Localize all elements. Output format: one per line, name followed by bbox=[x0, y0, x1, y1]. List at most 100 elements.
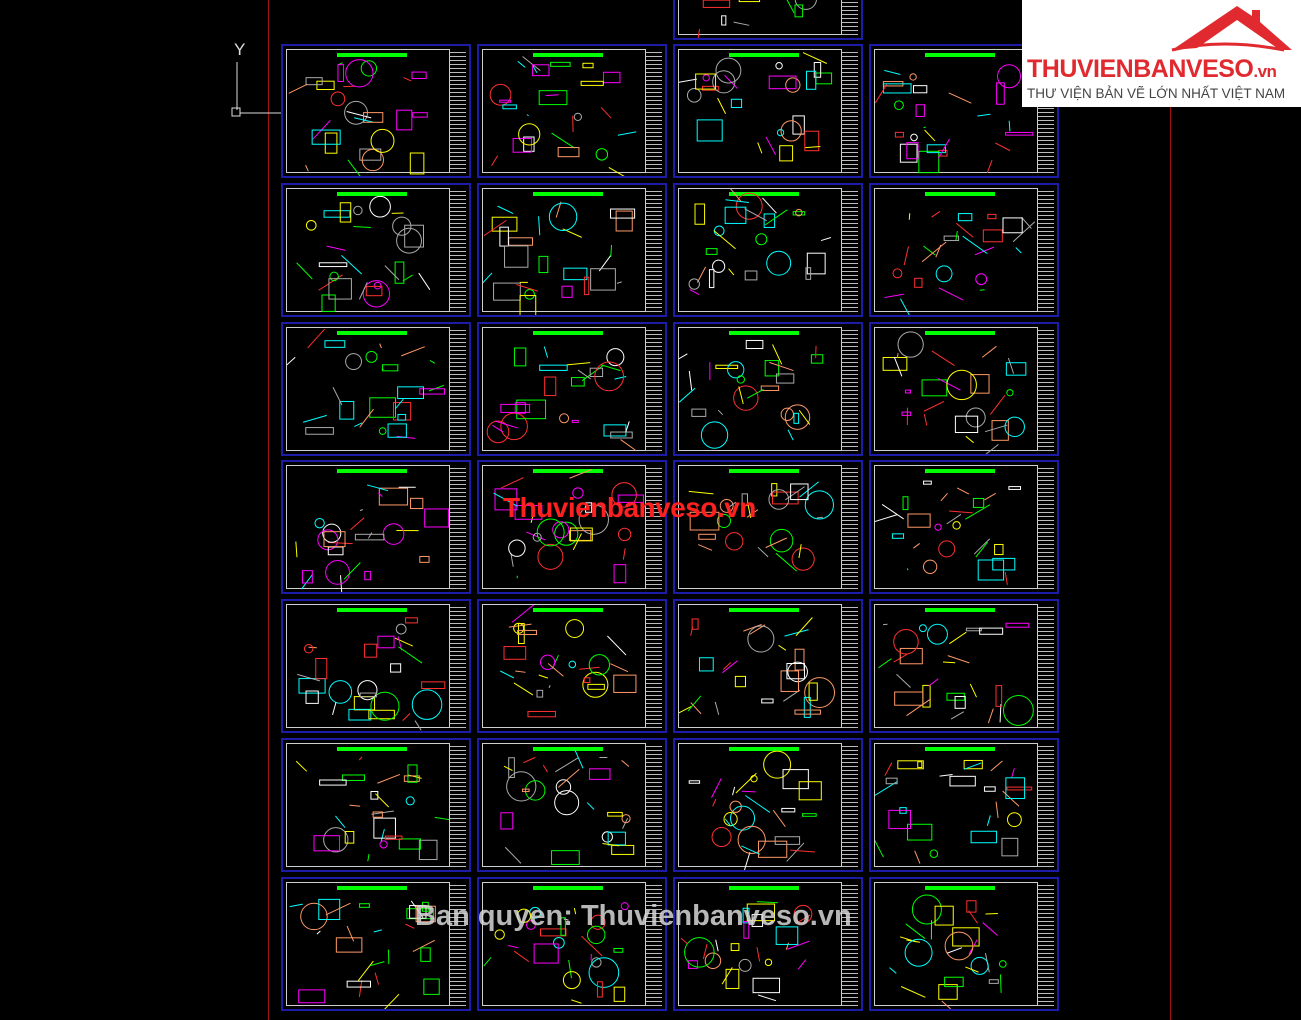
drawing-sheet[interactable] bbox=[869, 183, 1059, 317]
drawing-sheet[interactable] bbox=[281, 44, 471, 178]
cad-entity bbox=[335, 937, 363, 953]
drawing-sheet[interactable] bbox=[477, 738, 667, 872]
cad-entity bbox=[694, 203, 706, 225]
cad-entity bbox=[577, 369, 591, 380]
cad-entity bbox=[787, 661, 808, 683]
cad-entity bbox=[765, 136, 777, 156]
cad-entity bbox=[328, 680, 353, 704]
cad-entity bbox=[617, 494, 644, 503]
cad-entity bbox=[696, 266, 707, 283]
cad-entity bbox=[398, 838, 422, 850]
cad-entity bbox=[956, 487, 970, 495]
cad-entity bbox=[763, 213, 776, 228]
cad-entity bbox=[552, 521, 570, 539]
cad-entity bbox=[397, 386, 424, 400]
cad-entity bbox=[589, 367, 604, 378]
drawing-sheet[interactable] bbox=[869, 599, 1059, 733]
cad-entity bbox=[398, 646, 423, 664]
sheet-drawing bbox=[493, 468, 644, 584]
cad-entity bbox=[1008, 120, 1011, 132]
drawing-sheet[interactable] bbox=[281, 460, 471, 594]
cad-entity bbox=[595, 148, 609, 161]
drawing-sheet[interactable] bbox=[477, 322, 667, 456]
cad-entity bbox=[516, 284, 539, 292]
cad-entity bbox=[775, 926, 799, 945]
drawing-sheet[interactable] bbox=[869, 460, 1059, 594]
drawing-sheet[interactable] bbox=[477, 460, 667, 594]
cad-entity bbox=[994, 543, 1004, 556]
drawing-sheet[interactable] bbox=[673, 322, 863, 456]
cad-entity bbox=[688, 278, 700, 290]
cad-entity bbox=[679, 353, 688, 360]
cad-entity bbox=[539, 364, 568, 371]
sheet-drawing bbox=[884, 192, 1036, 315]
cad-entity bbox=[891, 533, 905, 539]
cad-entity bbox=[804, 677, 835, 708]
cad-entity bbox=[411, 689, 443, 720]
cad-entity bbox=[708, 269, 715, 289]
cad-entity bbox=[927, 623, 948, 645]
cad-entity bbox=[581, 935, 603, 957]
drawing-sheet[interactable] bbox=[477, 599, 667, 733]
cad-entity bbox=[760, 385, 780, 392]
sheet-drawing bbox=[295, 469, 449, 592]
cad-entity bbox=[563, 267, 588, 281]
drawing-sheet[interactable] bbox=[869, 877, 1059, 1011]
cad-entity bbox=[738, 0, 761, 3]
cad-entity bbox=[798, 544, 802, 559]
cad-entity bbox=[1005, 362, 1027, 376]
drawing-sheet[interactable] bbox=[673, 599, 863, 733]
cad-entity bbox=[396, 109, 413, 131]
cad-entity bbox=[995, 801, 999, 818]
cad-entity bbox=[503, 646, 527, 660]
drawing-sheet[interactable] bbox=[281, 183, 471, 317]
cad-entity bbox=[1006, 812, 1022, 828]
cad-entity bbox=[335, 815, 346, 828]
cad-entity bbox=[768, 75, 797, 90]
cad-entity bbox=[944, 976, 964, 988]
drawing-sheet[interactable] bbox=[281, 599, 471, 733]
cad-entity bbox=[996, 82, 1005, 105]
cad-entity bbox=[913, 543, 920, 549]
drawing-sheet[interactable] bbox=[281, 877, 471, 1011]
cad-entity bbox=[508, 945, 519, 949]
cad-entity bbox=[944, 931, 974, 961]
drawing-sheet[interactable] bbox=[477, 44, 667, 178]
cad-entity bbox=[620, 439, 637, 452]
drawing-sheet[interactable] bbox=[477, 877, 667, 1011]
cad-entity bbox=[582, 671, 609, 698]
cad-entity bbox=[381, 364, 399, 372]
cad-entity bbox=[318, 898, 341, 920]
drawing-sheet[interactable] bbox=[673, 738, 863, 872]
drawing-sheet[interactable] bbox=[281, 322, 471, 456]
cad-entity bbox=[696, 119, 723, 142]
cad-entity bbox=[897, 331, 924, 358]
cad-entity bbox=[1007, 357, 1015, 374]
cad-entity bbox=[878, 658, 892, 669]
cad-entity bbox=[341, 774, 365, 781]
cad-entity bbox=[418, 272, 431, 290]
cad-entity bbox=[970, 830, 998, 844]
cad-entity bbox=[574, 749, 584, 769]
drawing-sheet[interactable] bbox=[281, 738, 471, 872]
drawing-sheet[interactable] bbox=[673, 460, 863, 594]
drawing-sheet[interactable] bbox=[477, 183, 667, 317]
cad-entity bbox=[705, 248, 718, 255]
drawing-sheet[interactable] bbox=[673, 183, 863, 317]
cad-entity bbox=[875, 514, 898, 522]
cad-entity bbox=[911, 894, 942, 925]
drawing-sheet[interactable] bbox=[673, 877, 863, 1011]
cad-entity bbox=[373, 817, 396, 839]
drawing-sheet[interactable] bbox=[869, 322, 1059, 456]
drawing-sheet[interactable] bbox=[673, 44, 863, 178]
cad-entity bbox=[780, 120, 802, 142]
cad-entity bbox=[514, 505, 543, 520]
drawing-sheet-partial[interactable] bbox=[673, 0, 863, 40]
cad-entity bbox=[797, 959, 807, 970]
drawing-sheet[interactable] bbox=[869, 738, 1059, 872]
cad-entity bbox=[559, 413, 570, 424]
cad-entity bbox=[504, 245, 529, 268]
cad-entity bbox=[357, 960, 374, 982]
cad-entity bbox=[954, 695, 966, 709]
cad-entity bbox=[969, 683, 977, 698]
